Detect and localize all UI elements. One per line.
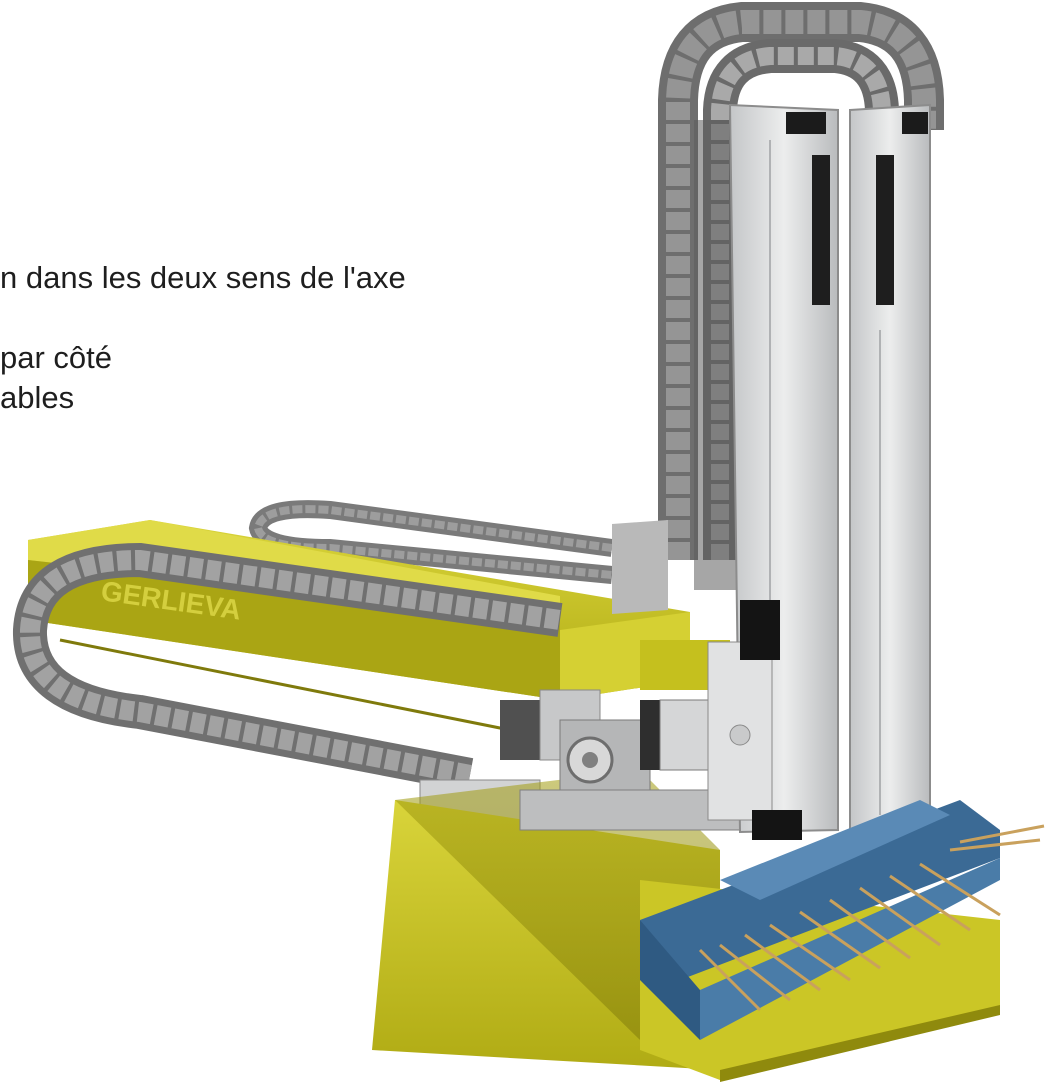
caption-line-3: ables: [0, 380, 75, 415]
vertical-cable-chain: [658, 2, 944, 590]
base-pedestal: [372, 770, 1000, 1082]
caption-line-1: n dans les deux sens de l'axe: [0, 260, 406, 295]
gripper-pins: [698, 824, 1045, 1012]
caption-line-2: par côté: [0, 340, 113, 375]
gripper: [640, 800, 1045, 1040]
caption-text: n dans les deux sens de l'axe par côté a…: [0, 258, 406, 418]
vertical-columns: [707, 103, 931, 840]
